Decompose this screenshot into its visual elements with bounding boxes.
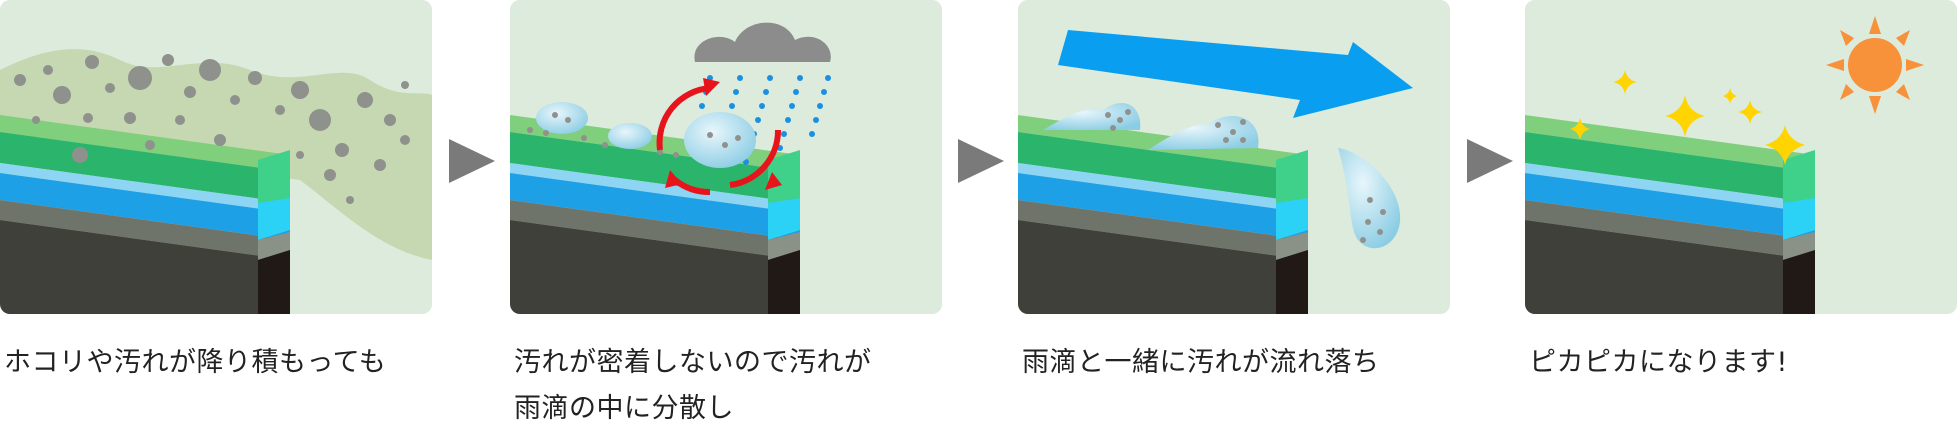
step-2-caption: 汚れが密着しないので汚れが 雨滴の中に分散し — [514, 340, 954, 432]
step-1-panel — [0, 0, 432, 314]
caption-line-1: 汚れが密着しないので汚れが — [514, 347, 872, 378]
caption-text: ピカピカになります! — [1529, 347, 1788, 378]
rain-dispersion-illustration — [510, 0, 942, 314]
caption-text: ホコリや汚れが降り積もっても — [4, 347, 387, 378]
step-3-caption: 雨滴と一緒に汚れが流れ落ち — [1022, 340, 1462, 386]
cloud-icon — [694, 22, 831, 62]
step-3-panel — [1018, 0, 1450, 314]
runoff-illustration — [1018, 0, 1450, 314]
wind-arrow-icon — [1058, 30, 1413, 118]
step-4-panel — [1525, 0, 1957, 314]
step-1-caption: ホコリや汚れが降り積もっても — [4, 340, 444, 386]
dust-accumulation-illustration — [0, 0, 432, 314]
sparkle-icon — [1570, 70, 1805, 165]
dust-particles — [14, 54, 410, 204]
caption-text: 雨滴と一緒に汚れが流れ落ち — [1022, 347, 1380, 378]
sun-icon — [1826, 16, 1924, 114]
clean-surface-illustration — [1525, 0, 1957, 314]
step-arrow-2 — [958, 139, 1006, 187]
caption-line-2: 雨滴の中に分散し — [514, 393, 734, 424]
step-4-caption: ピカピカになります! — [1529, 340, 1957, 386]
step-2-panel — [510, 0, 942, 314]
step-arrow-3 — [1467, 139, 1515, 187]
step-arrow-1 — [449, 139, 497, 187]
